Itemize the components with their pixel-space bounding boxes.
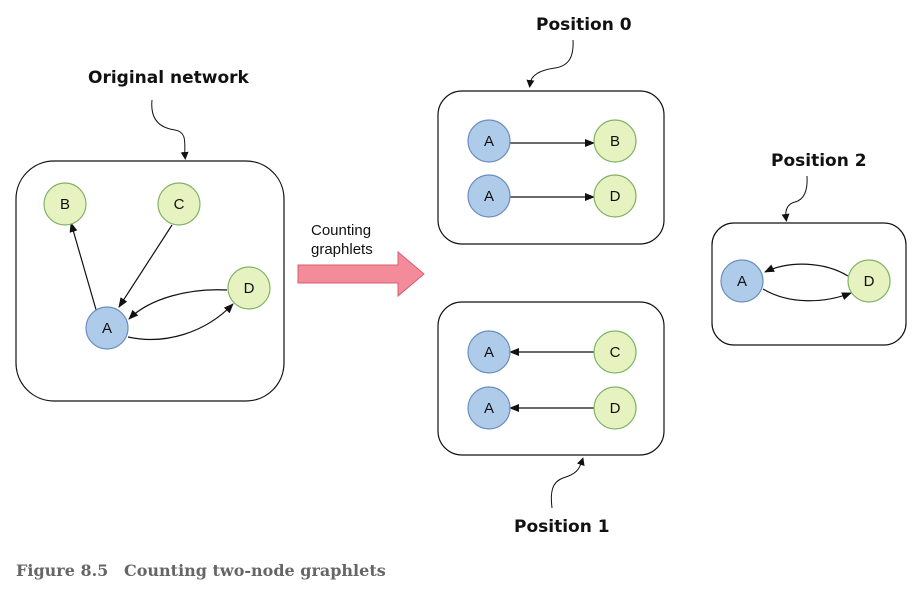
node-d-label: D bbox=[610, 400, 621, 417]
original-network-label: Original network bbox=[88, 68, 250, 88]
node-d: D bbox=[227, 266, 271, 310]
node-b-label: B bbox=[60, 196, 70, 213]
arrow-label-line2: graphlets bbox=[311, 241, 373, 258]
position-0-group: Position 0 A B A D bbox=[437, 15, 665, 245]
node-a-label: A bbox=[737, 273, 747, 290]
arrow-label-line1: Counting bbox=[311, 222, 371, 239]
figure-number: Figure 8.5 bbox=[16, 561, 108, 580]
node-a: A bbox=[467, 174, 511, 218]
node-d: D bbox=[847, 259, 891, 303]
position-0-pointer bbox=[526, 39, 574, 88]
node-a-label: A bbox=[102, 320, 112, 337]
edge-d-to-a bbox=[764, 263, 849, 277]
node-d: D bbox=[593, 174, 637, 218]
position-0-box bbox=[437, 90, 665, 245]
node-a: A bbox=[467, 119, 511, 163]
node-d-label: D bbox=[864, 273, 875, 290]
node-c: C bbox=[593, 330, 637, 374]
position-2-box bbox=[711, 222, 907, 346]
edge-a-to-d bbox=[762, 288, 852, 302]
position-2-group: Position 2 A D bbox=[711, 151, 907, 346]
node-a-label: A bbox=[484, 188, 494, 205]
node-b-label: B bbox=[610, 133, 620, 150]
position-1-label: Position 1 bbox=[514, 517, 610, 537]
node-b: B bbox=[593, 119, 637, 163]
edge-a-to-b bbox=[69, 222, 98, 314]
node-c-label: C bbox=[610, 344, 621, 361]
node-d: D bbox=[593, 386, 637, 430]
position-1-pointer bbox=[550, 457, 585, 509]
node-a: A bbox=[467, 330, 511, 374]
node-a: A bbox=[85, 306, 129, 350]
node-a-label: A bbox=[484, 344, 494, 361]
edge-d-to-a bbox=[128, 289, 228, 320]
figure-caption: Figure 8.5 Counting two-node graphlets bbox=[16, 561, 386, 580]
position-2-pointer bbox=[781, 175, 808, 222]
edge-a-to-d bbox=[127, 303, 234, 340]
edge-c-to-a bbox=[118, 224, 173, 308]
node-a: A bbox=[720, 259, 764, 303]
counting-graphlets-arrow: Counting graphlets bbox=[297, 222, 425, 298]
node-b: B bbox=[43, 182, 87, 226]
original-network-pointer bbox=[151, 99, 189, 160]
node-a-label: A bbox=[484, 133, 494, 150]
figure-title: Counting two-node graphlets bbox=[124, 561, 386, 580]
node-d-label: D bbox=[610, 188, 621, 205]
position-0-label: Position 0 bbox=[536, 15, 632, 35]
node-c-label: C bbox=[174, 196, 185, 213]
position-1-box bbox=[437, 301, 665, 456]
node-c: C bbox=[157, 182, 201, 226]
pink-arrow-shape bbox=[297, 250, 425, 298]
original-network-box bbox=[15, 160, 285, 402]
node-a-label: A bbox=[484, 400, 494, 417]
position-2-label: Position 2 bbox=[771, 151, 867, 171]
node-a: A bbox=[467, 386, 511, 430]
node-d-label: D bbox=[244, 280, 255, 297]
position-1-group: A C A D Position 1 bbox=[437, 301, 665, 537]
original-network-group: Original network B C D A bbox=[15, 68, 285, 402]
